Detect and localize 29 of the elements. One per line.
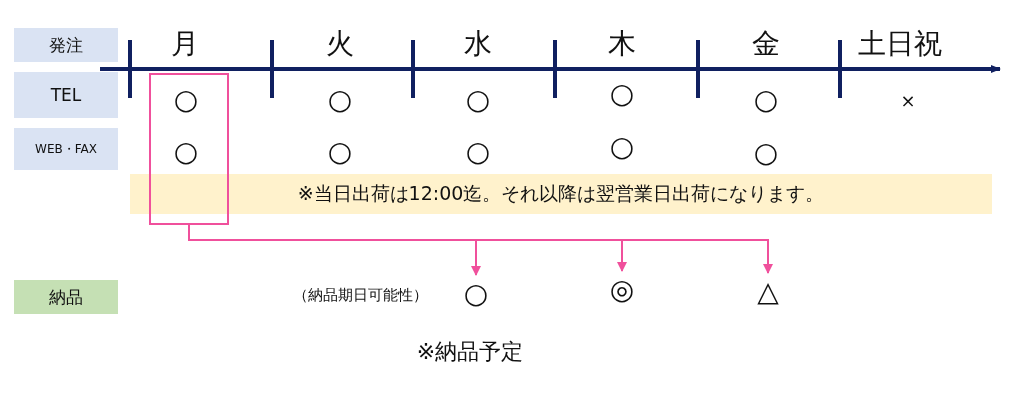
- row-header: 発注: [14, 28, 118, 62]
- availability-mark: ○: [465, 138, 491, 166]
- availability-mark: ○: [753, 86, 779, 114]
- connector-arrow: [188, 224, 773, 274]
- footnote: ※納品予定: [416, 341, 524, 363]
- delivery-symbol: ○: [460, 276, 492, 310]
- availability-mark: ○: [609, 133, 635, 161]
- notice-banner: ※当日出荷は12:00迄。それ以降は翌営業日出荷になります。: [130, 174, 992, 214]
- availability-mark: ○: [465, 86, 491, 114]
- availability-mark: ○: [173, 138, 199, 166]
- availability-mark: ○: [327, 138, 353, 166]
- availability-mark: ○: [327, 86, 353, 114]
- day-label: 木: [608, 30, 636, 58]
- availability-mark: ○: [609, 80, 635, 108]
- day-label: 土日祝: [858, 30, 942, 58]
- row-header: WEB・FAX: [14, 128, 118, 170]
- availability-mark: ○: [173, 86, 199, 114]
- row-header: 納品: [14, 280, 118, 314]
- availability-mark: ○: [753, 139, 779, 167]
- day-label: 火: [326, 30, 354, 58]
- day-label: 金: [752, 30, 780, 58]
- row-header: TEL: [14, 72, 118, 118]
- row-caption: （納品期日可能性）: [292, 287, 428, 303]
- delivery-symbol: ◎: [606, 272, 638, 306]
- delivery-symbol: △: [752, 274, 784, 308]
- day-label: 水: [464, 30, 492, 58]
- unavailable-mark: ×: [900, 92, 916, 110]
- highlight-frame: [149, 73, 229, 225]
- day-label: 月: [171, 30, 199, 58]
